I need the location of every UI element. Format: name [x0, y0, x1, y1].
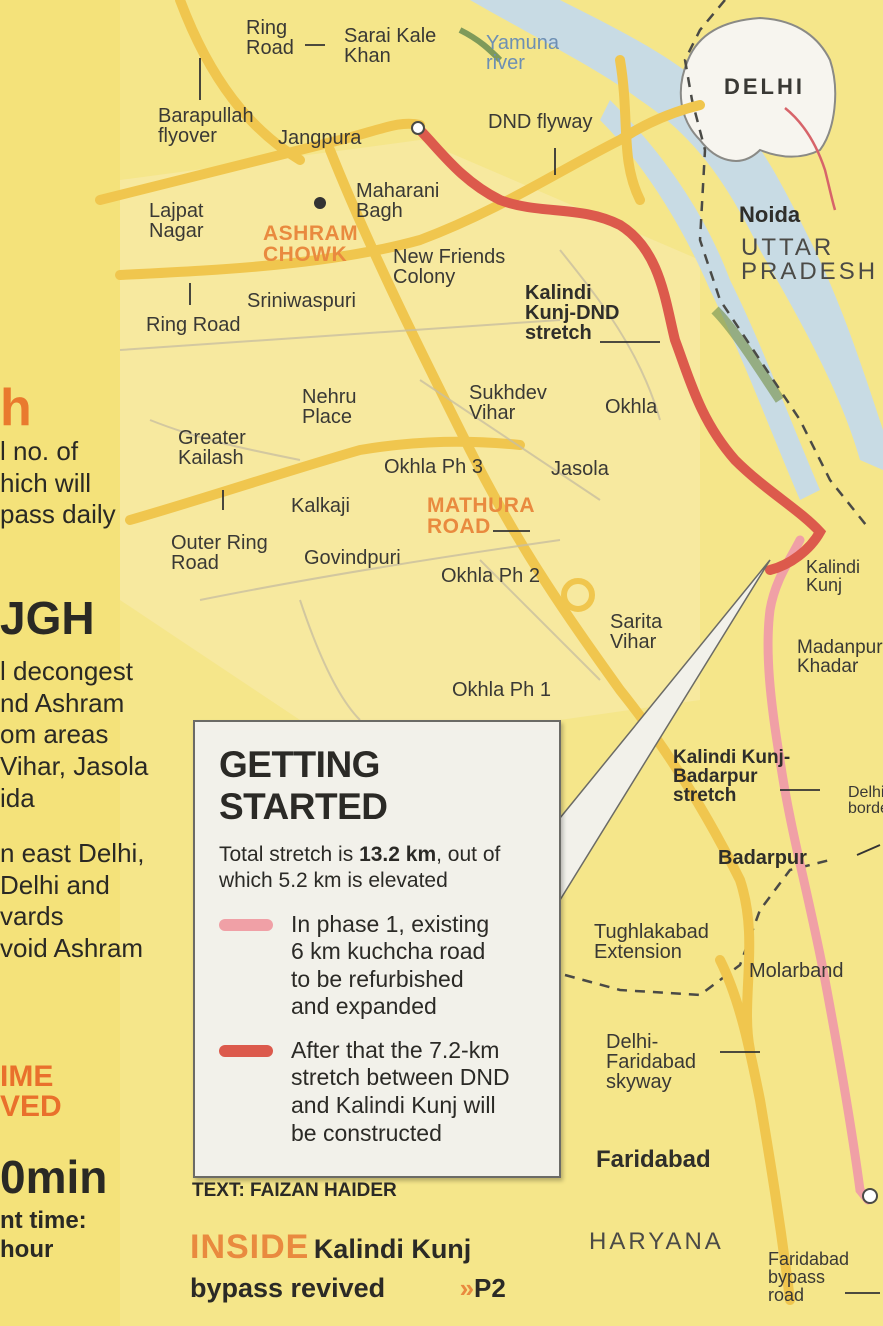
label-nehru-place: Nehru Place [302, 386, 357, 428]
label-faridabad-bypass-road: Faridabad bypass road [768, 1249, 850, 1305]
label-okhla-ph1: Okhla Ph 1 [452, 679, 551, 701]
time-saved-value: 0min [0, 1151, 108, 1203]
yamuna-river [390, 0, 883, 470]
ashram-chowk-marker [314, 197, 326, 209]
time-saved-note: nt time: hour [0, 1207, 87, 1264]
teaser-page: P2 [474, 1273, 506, 1303]
leader-lines [189, 44, 881, 1294]
info-box-summary: Total stretch is 13.2 km, out of which 5… [219, 842, 541, 895]
phase1-route [763, 535, 873, 1205]
summary-bold: 13.2 km [359, 843, 437, 866]
road-ring-south [115, 100, 705, 280]
label-maharani-bagh: Maharani Bagh [356, 180, 440, 222]
sarita-vihar-roundabout [561, 578, 595, 612]
label-okhla: Okhla [605, 396, 658, 418]
inside-teaser[interactable]: INSIDE Kalindi Kunj bypass revived »P2 [190, 1228, 550, 1304]
text-credit: TEXT: FAIZAN HAIDER [192, 1180, 397, 1201]
label-mathura-road: MATHURA ROAD [427, 494, 536, 538]
inset-route-line [784, 107, 837, 211]
label-delhi-faridabad-skyway: Delhi- Faridabad skyway [606, 1031, 697, 1093]
label-badarpur: Badarpur [718, 847, 807, 869]
label-faridabad: Faridabad [596, 1146, 711, 1173]
teaser-page-ref: »P2 [460, 1273, 506, 1303]
label-jasola: Jasola [551, 458, 609, 480]
legend-phase1-text: In phase 1, existing 6 km kuchcha road t… [291, 910, 490, 1020]
label-sriniwaspuri: Sriniwaspuri [247, 290, 356, 312]
state-border-east [683, 0, 871, 531]
label-madanpur-khadar: Madanpur Khadar [797, 637, 883, 677]
label-delhi-border: Delhi border [848, 784, 883, 817]
label-yamuna-river: Yamuna river [486, 32, 560, 74]
article-body-2: n east Delhi, Delhi and vards void Ashra… [0, 838, 145, 964]
label-ring-road-top: Ring Road [246, 17, 294, 59]
label-govindpuri: Govindpuri [304, 547, 401, 569]
teaser-headline-2: bypass revived [190, 1273, 386, 1303]
major-roads [95, 0, 795, 1305]
urban-area-shade [120, 140, 700, 720]
road-mathura [325, 145, 755, 1055]
delhi-inset-outline [679, 16, 837, 162]
legend-phase2-swatch [219, 1044, 273, 1057]
legend-phase2: After that the 7.2-km stretch between DN… [219, 1037, 541, 1147]
legend-phase1: In phase 1, existing 6 km kuchcha road t… [219, 911, 541, 1021]
summary-suffix: , out of which 5.2 km is elevated [219, 843, 501, 893]
river-island-green [711, 306, 785, 403]
state-border-south [564, 858, 831, 997]
teaser-arrow: » [459, 1273, 475, 1303]
info-box-title: GETTING STARTED [219, 744, 388, 827]
faridabad-junction-marker [862, 1188, 878, 1204]
label-dnd-flyway: DND flyway [488, 111, 593, 133]
article-fragment-h: h [0, 379, 32, 437]
label-haryana: HARYANA [589, 1228, 724, 1255]
river-island [458, 27, 503, 63]
getting-started-box: GETTING STARTED Total stretch is 13.2 km… [193, 720, 561, 1178]
label-ring-road-left: Ring Road [146, 314, 241, 336]
teaser-inside: INSIDE [190, 1228, 310, 1266]
label-kalkaji: Kalkaji [291, 495, 350, 517]
road-skyway [715, 955, 795, 1305]
dnd-junction-marker [411, 121, 425, 135]
label-kalindi-kunj: Kalindi Kunj [806, 557, 861, 595]
article-heading: JGH [0, 592, 95, 644]
time-saved-label: IME VED [0, 1060, 62, 1123]
label-ashram-chowk: ASHRAM CHOWK [263, 222, 359, 266]
label-sukhdev-vihar: Sukhdev Vihar [469, 382, 547, 424]
label-molarband: Molarband [749, 960, 844, 982]
article-body-1: l decongest nd Ashram om areas Vihar, Ja… [0, 656, 149, 813]
label-kalindi-kunj-badarpur-stretch: Kalindi Kunj- Badarpur stretch [673, 747, 791, 806]
yamuna-river-channel [600, 100, 820, 500]
label-sarita-vihar: Sarita Vihar [610, 611, 663, 653]
label-delhi: DELHI [724, 74, 805, 99]
label-noida: Noida [739, 202, 801, 227]
teaser-headline: Kalindi Kunj [313, 1234, 472, 1264]
label-jangpura: Jangpura [278, 127, 362, 149]
label-okhla-ph2: Okhla Ph 2 [441, 565, 540, 587]
label-new-friends-colony: New Friends Colony [393, 246, 506, 288]
article-fragment-1: l no. of hich will pass daily [0, 436, 116, 530]
summary-prefix: Total stretch is [219, 843, 360, 866]
label-sarai-kale-khan: Sarai Kale Khan [344, 25, 437, 67]
label-uttar-pradesh: UTTAR PRADESH [741, 234, 879, 285]
road-dnd [615, 55, 645, 205]
phase2-route [413, 123, 827, 575]
legend-phase1-swatch [219, 918, 273, 931]
legend-phase2-text: After that the 7.2-km stretch between DN… [291, 1036, 510, 1146]
label-okhla-ph3: Okhla Ph 3 [384, 456, 483, 478]
road-ring-north [175, 0, 305, 165]
minor-roads [119, 249, 661, 721]
road-barapullah [95, 118, 425, 205]
label-outer-ring-road: Outer Ring Road [171, 532, 268, 574]
label-barapullah-flyover: Barapullah flyover [158, 105, 254, 147]
label-kalindi-kunj-dnd-stretch: Kalindi Kunj-DND stretch [525, 282, 620, 344]
label-greater-kailash: Greater Kailash [178, 427, 246, 469]
label-tughlakabad-extension: Tughlakabad Extension [594, 921, 709, 963]
label-lajpat-nagar: Lajpat Nagar [149, 200, 204, 242]
